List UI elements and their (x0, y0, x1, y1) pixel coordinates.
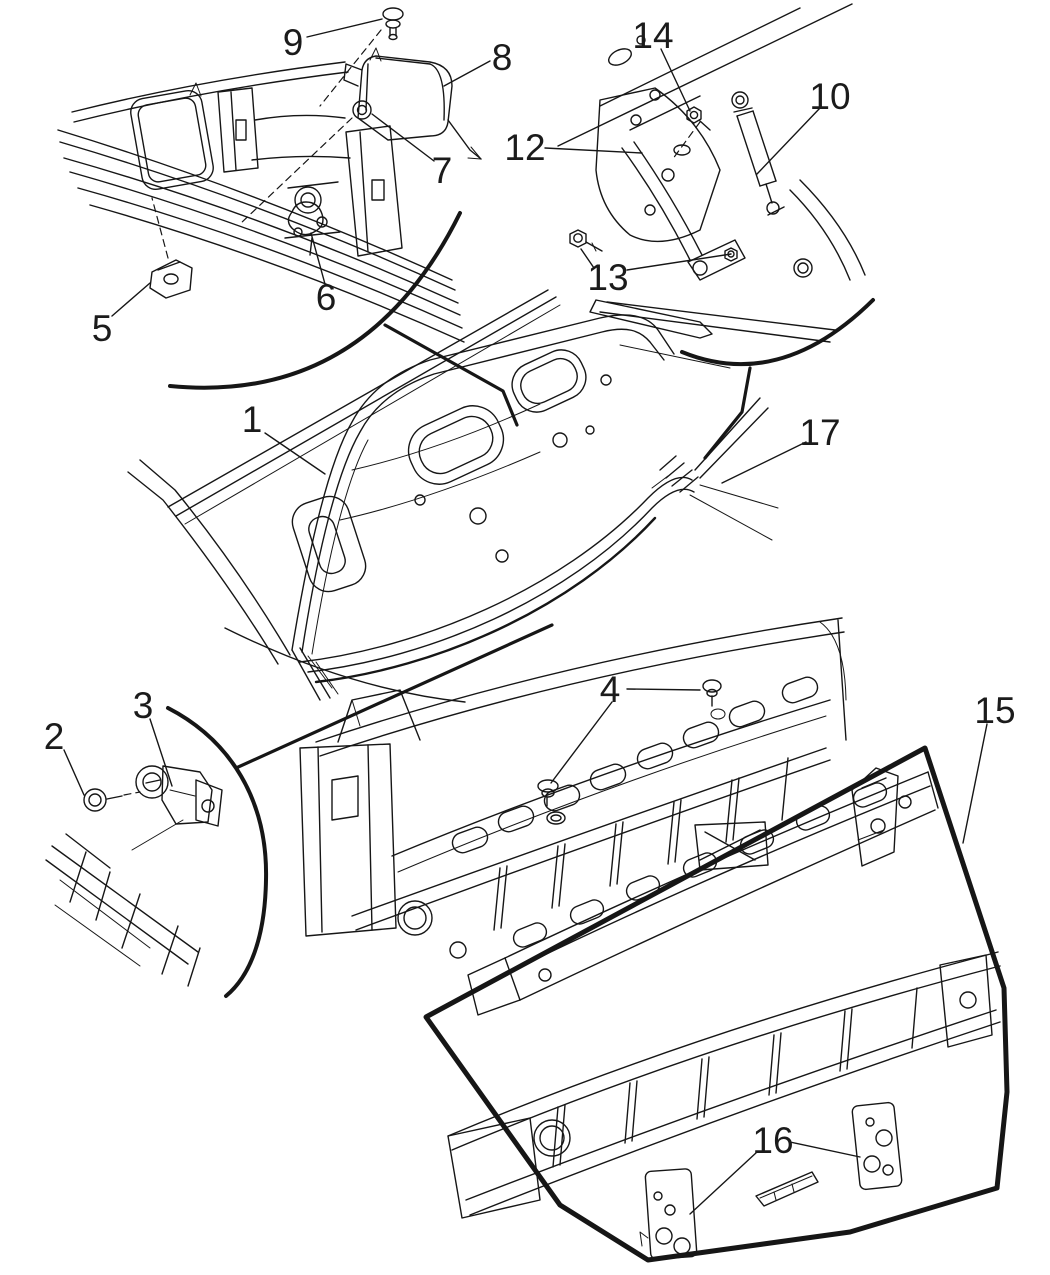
push-plug-right (702, 679, 726, 720)
callout-2: 2 (44, 716, 65, 757)
callout-7: 7 (432, 150, 453, 191)
hinge-bolt-upper (671, 106, 711, 161)
callout-9-leader (306, 18, 383, 38)
callout-3: 3 (133, 685, 154, 726)
callout-6-leader (310, 232, 326, 285)
detail-rear-panel (423, 745, 1010, 1263)
callout-16-leader (689, 1151, 758, 1215)
callout-15: 15 (974, 690, 1015, 731)
callout-10-leader (756, 107, 821, 175)
detail-connector-right (703, 366, 752, 460)
lock-nut (83, 788, 141, 812)
callout-1: 1 (242, 399, 263, 440)
weatherstrip-corner (651, 397, 779, 541)
callout-7-leader (371, 113, 435, 162)
callout-14-leader (660, 48, 691, 112)
callout-4: 4 (600, 669, 621, 710)
callout-8-leader (443, 60, 491, 87)
patch-plate-left (639, 1168, 698, 1260)
callout-3-leader (149, 718, 173, 787)
overview-decklid-open (127, 289, 779, 770)
hinge-bolt-left (569, 229, 603, 252)
callout-14: 14 (632, 15, 673, 56)
callout-17-leader (721, 441, 807, 484)
callout-12: 12 (504, 127, 545, 168)
callout-6: 6 (316, 277, 337, 318)
cover (343, 55, 482, 160)
callout-9: 9 (283, 22, 304, 63)
detail-arc-left (168, 211, 462, 390)
detail-connector-left (383, 323, 519, 427)
detail-lock (45, 706, 269, 998)
callout-8: 8 (492, 37, 513, 78)
callout-4-leader (550, 701, 613, 784)
callout-1-leader (264, 432, 326, 475)
callout-13: 13 (587, 257, 628, 298)
callout-16: 16 (752, 1120, 793, 1161)
grommet (352, 100, 372, 120)
detail-latch-area (57, 7, 519, 427)
callout-13-leader (580, 248, 595, 269)
push-pin (382, 7, 404, 41)
detail-arc-right (680, 298, 875, 366)
callout-13-leader (626, 253, 732, 271)
view-divider (234, 623, 554, 770)
clip (149, 259, 193, 299)
callout-10: 10 (809, 76, 850, 117)
center-bracket (755, 1171, 819, 1207)
detail-arc-lock (166, 706, 269, 998)
callout-5: 5 (92, 308, 113, 349)
detail-border-polygon (423, 745, 1010, 1263)
callout-16-leader (789, 1141, 861, 1158)
detail-hinge-area (557, 3, 875, 460)
overview-rear-panel (299, 617, 847, 959)
callout-2-leader (63, 749, 85, 796)
callout-5-leader (111, 282, 151, 317)
callout-15-leader (962, 723, 988, 844)
callout-17: 17 (799, 412, 840, 453)
latch-assembly (284, 181, 341, 256)
lock-cylinder (135, 765, 223, 827)
patch-plate-right (851, 1101, 903, 1191)
prop-strut (731, 91, 785, 216)
push-plug-left (537, 779, 566, 825)
callout-12-leader (544, 147, 643, 154)
callout-4-leader (626, 688, 701, 691)
